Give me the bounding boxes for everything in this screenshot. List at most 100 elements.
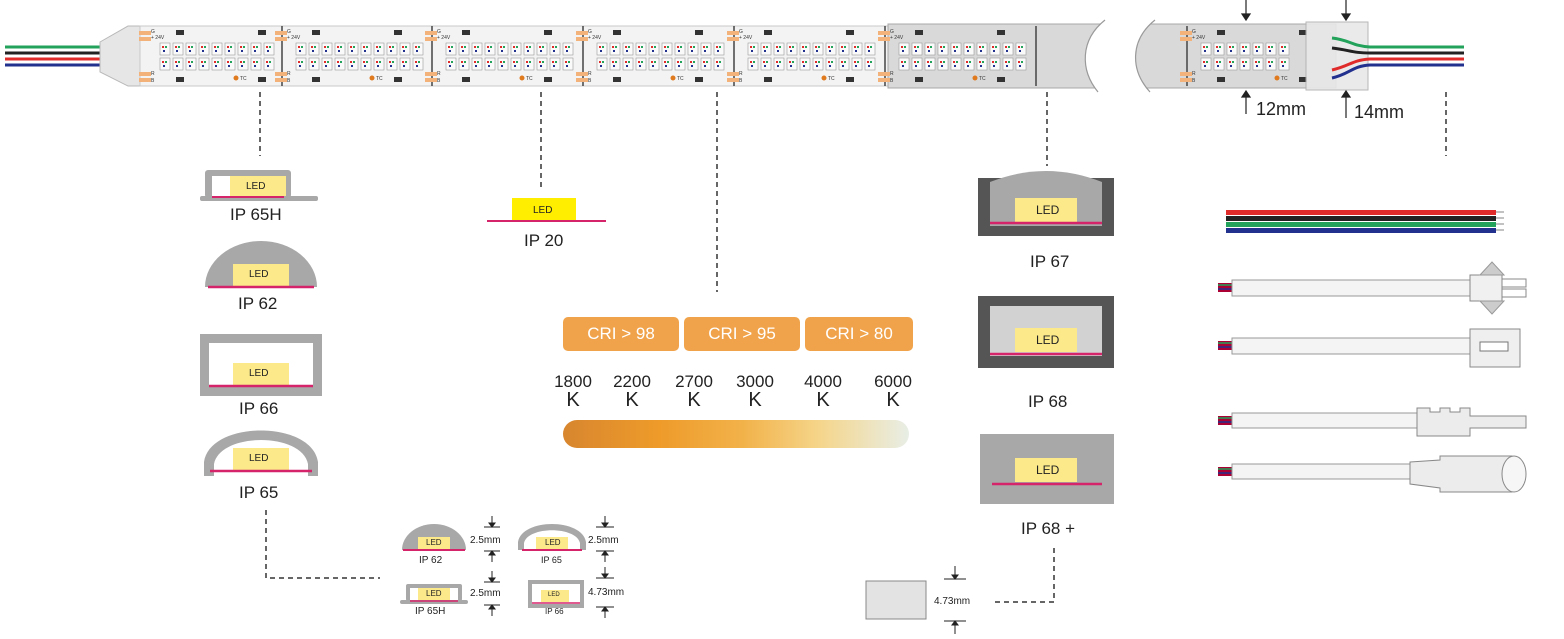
led-chip-green <box>516 46 518 48</box>
led-chip <box>924 57 936 71</box>
led-chip-blue <box>540 50 542 52</box>
led-chip-blue <box>228 65 230 67</box>
led-chip <box>250 57 262 71</box>
led-chip-blue <box>665 50 667 52</box>
led-chip-blue <box>501 50 503 52</box>
led-chip <box>1265 42 1277 56</box>
led-chip <box>536 57 548 71</box>
led-chip-red <box>966 61 968 63</box>
led-chip-green <box>477 46 479 48</box>
copper-pad <box>727 72 739 76</box>
led-chip-red <box>1018 46 1020 48</box>
led-chip-blue <box>1256 50 1258 52</box>
led-chip-green <box>1206 46 1208 48</box>
led-chip-blue <box>1006 50 1008 52</box>
led-chip-green <box>418 46 420 48</box>
led-chip <box>786 42 798 56</box>
led-chip-red <box>1005 46 1007 48</box>
led-chip-green <box>1284 61 1286 63</box>
led-chip-blue <box>717 65 719 67</box>
led-chip-red <box>690 61 692 63</box>
led-chip-red <box>1268 61 1270 63</box>
led-chip <box>386 57 398 71</box>
led-chip-red <box>350 46 352 48</box>
small-ip62-profile <box>402 524 466 551</box>
led-chip-red <box>500 46 502 48</box>
small-ip65h-led-text: LED <box>426 589 442 598</box>
pad-label-24v: + 24V <box>287 35 301 41</box>
copper-pad <box>1180 31 1192 35</box>
small-ip65-led-text: LED <box>545 538 561 547</box>
led-chip <box>661 42 673 56</box>
led-chip-red <box>802 46 804 48</box>
led-chip-blue <box>390 50 392 52</box>
led-chip <box>185 42 197 56</box>
led-chip <box>596 42 608 56</box>
led-chip-red <box>716 61 718 63</box>
copper-pad <box>727 78 739 82</box>
led-chip-green <box>680 46 682 48</box>
led-chip <box>1265 57 1277 71</box>
resistor <box>544 77 552 82</box>
dimension-arrows <box>1240 0 1352 118</box>
led-chip <box>851 42 863 56</box>
copper-pad <box>425 78 437 82</box>
copper-pad <box>1180 78 1192 82</box>
led-chip-green <box>831 46 833 48</box>
led-chip-green <box>477 61 479 63</box>
copper-pad <box>425 37 437 41</box>
led-chip-red <box>253 46 255 48</box>
led-chip-red <box>927 61 929 63</box>
led-chip-green <box>766 61 768 63</box>
led-chip-blue <box>1269 50 1271 52</box>
led-chip-green <box>178 61 180 63</box>
small-ip68plus-block <box>865 580 927 620</box>
led-chip-green <box>464 61 466 63</box>
led-chip-green <box>1258 46 1260 48</box>
ip68plus-label: IP 68 + <box>1021 519 1076 538</box>
led-chip-blue <box>475 65 477 67</box>
led-chip-red <box>227 46 229 48</box>
led-chip-red <box>214 46 216 48</box>
led-chip-red <box>1018 61 1020 63</box>
led-chip-green <box>301 46 303 48</box>
ip67-led-text: LED <box>1036 203 1060 217</box>
led-chip-blue <box>941 65 943 67</box>
led-chip-red <box>979 61 981 63</box>
right-end-cap <box>1305 21 1369 91</box>
pad-label-r: R <box>1192 71 1196 77</box>
led-chip-green <box>1284 46 1286 48</box>
led-chip-blue <box>176 65 178 67</box>
led-chip-green <box>857 61 859 63</box>
small-dimension-arrows <box>484 516 966 634</box>
tc-dot <box>972 75 978 81</box>
led-chip-red <box>175 61 177 63</box>
led-chip-blue <box>717 50 719 52</box>
led-chip-green <box>555 61 557 63</box>
led-chip-blue <box>954 65 956 67</box>
led-chip-blue <box>202 65 204 67</box>
led-chip-red <box>1005 61 1007 63</box>
pad-label-b: B <box>588 78 592 84</box>
led-chip-red <box>940 46 942 48</box>
led-chip-red <box>311 46 313 48</box>
led-chip-green <box>230 46 232 48</box>
led-chip <box>321 42 333 56</box>
tc-dot <box>821 75 827 81</box>
led-chip-green <box>706 61 708 63</box>
led-chip-blue <box>613 50 615 52</box>
led-chip-red <box>867 61 869 63</box>
copper-pad <box>576 72 588 76</box>
led-chip-red <box>625 46 627 48</box>
led-chip-green <box>805 46 807 48</box>
copper-pad <box>576 31 588 35</box>
ip20-profile <box>487 198 606 222</box>
led-chip <box>510 42 522 56</box>
led-chip-red <box>1268 46 1270 48</box>
led-chip-blue <box>488 65 490 67</box>
led-chip-red <box>513 46 515 48</box>
